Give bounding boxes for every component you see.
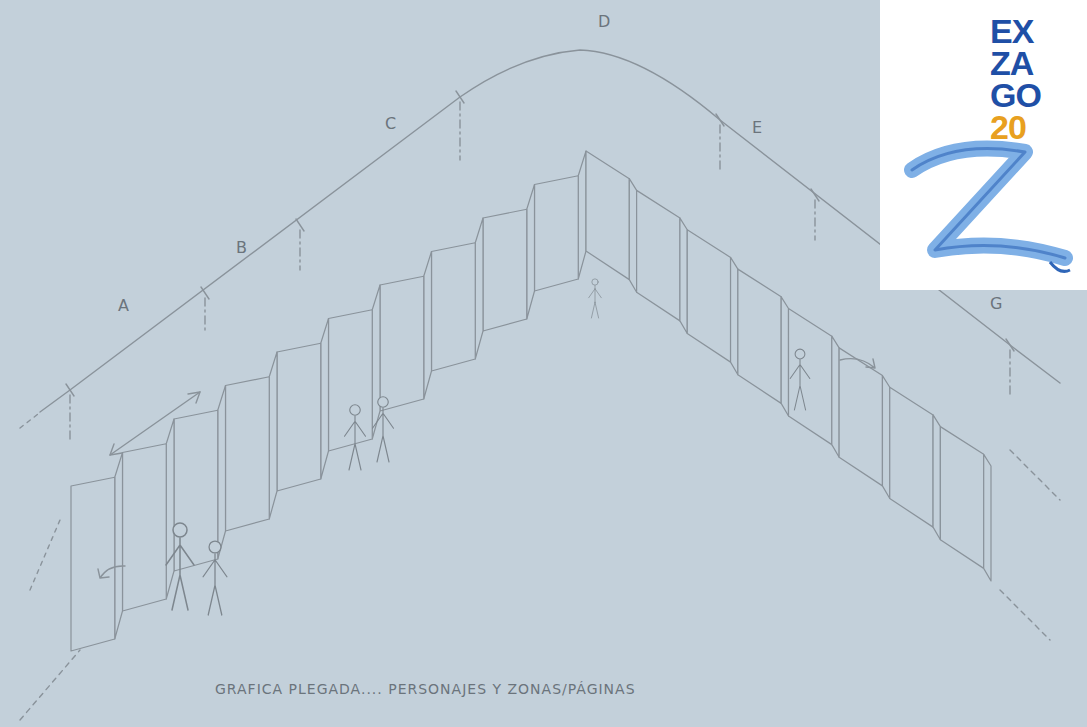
folded-panel: [940, 427, 983, 569]
folded-panel: [933, 415, 940, 540]
folded-panel: [789, 309, 832, 445]
logo-text: 20: [990, 110, 1026, 144]
folded-panel: [882, 376, 889, 499]
folded-panel: [483, 209, 527, 331]
person-figure: [166, 523, 194, 610]
person-figure: [790, 349, 810, 410]
folded-panel: [890, 387, 933, 527]
folded-panels: [71, 151, 991, 651]
caption: GRAFICA PLEGADA.... PERSONAJES Y ZONAS/P…: [215, 682, 636, 696]
person-figure: [345, 405, 366, 470]
logo-text: GO: [990, 78, 1041, 112]
folded-panel: [329, 310, 373, 451]
expo-logo: [880, 0, 1087, 290]
zone-letter: A: [118, 298, 129, 314]
folded-panel: [680, 218, 687, 333]
zone-letter: D: [598, 14, 610, 30]
zone-letter: B: [236, 240, 247, 256]
folded-panel: [738, 269, 781, 403]
folded-panel: [832, 336, 839, 457]
folded-panel: [527, 185, 535, 320]
folded-panel: [984, 454, 991, 581]
folded-panel: [637, 190, 680, 321]
folded-panel: [71, 477, 115, 651]
zone-letter: G: [990, 296, 1002, 312]
folded-panel: [475, 218, 483, 359]
person-figure: [589, 279, 602, 318]
zone-letter: C: [385, 116, 396, 132]
logo-text: ZA: [990, 46, 1033, 80]
folded-panel: [269, 352, 277, 519]
folded-panel: [424, 252, 432, 400]
folded-panel: [629, 179, 636, 293]
person-figure: [203, 541, 227, 615]
folded-panel: [839, 348, 882, 486]
folded-panel: [277, 343, 321, 491]
zone-letter: E: [752, 120, 762, 136]
folded-panel: [781, 297, 788, 416]
folded-panel: [226, 377, 270, 531]
sketch-arrows: [20, 359, 1060, 720]
folded-panel: [578, 151, 586, 279]
folded-panel: [123, 444, 167, 611]
folded-panel: [586, 151, 629, 280]
folded-panel: [321, 319, 329, 480]
folded-panel: [432, 243, 476, 371]
folded-panel: [372, 285, 380, 439]
people-figures: [166, 279, 810, 615]
logo-text: EX: [990, 14, 1033, 48]
folded-panel: [218, 386, 226, 560]
folded-panel: [166, 419, 174, 599]
folded-panel: [687, 230, 730, 362]
folded-panel: [380, 276, 424, 411]
person-figure: [373, 397, 394, 462]
folded-panel: [731, 257, 738, 374]
folded-panel: [115, 453, 123, 640]
folded-panel: [535, 176, 579, 291]
